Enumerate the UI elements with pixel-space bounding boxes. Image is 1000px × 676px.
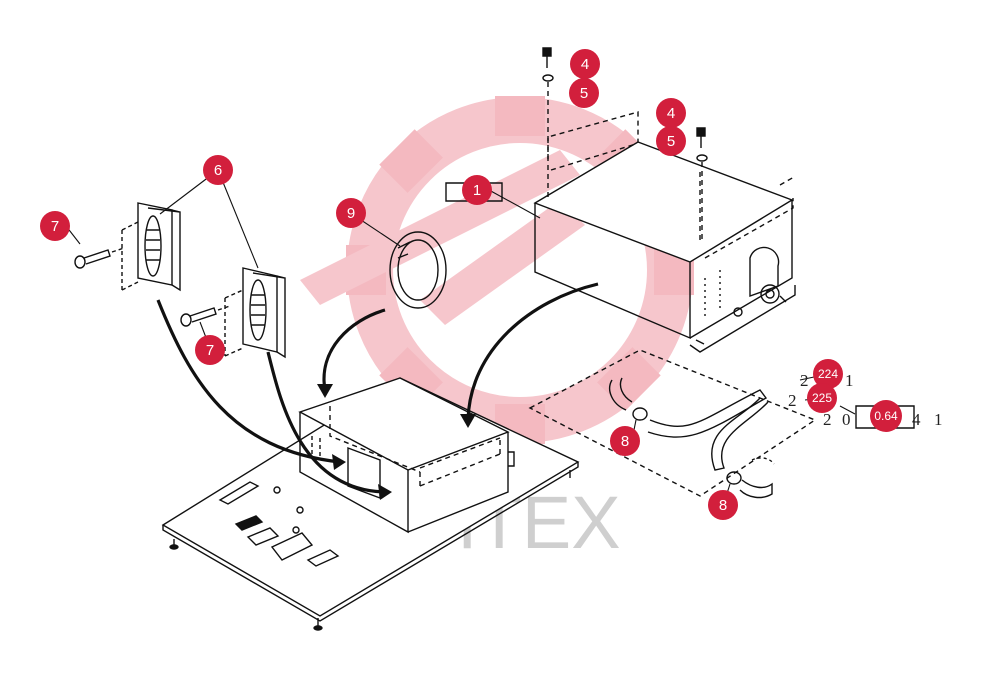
svg-text:6: 6 (214, 162, 222, 179)
svg-text:4: 4 (581, 56, 589, 73)
mounting-enclosure (298, 377, 515, 534)
svg-text:5: 5 (580, 85, 588, 102)
svg-text:7: 7 (51, 218, 59, 235)
callout-1[interactable]: 1 (462, 175, 492, 205)
vent-grille-right (224, 267, 286, 359)
ref-text-2-c: 2 (823, 410, 832, 429)
ref-text-1-b: 1 (934, 410, 943, 429)
svg-text:225: 225 (812, 391, 832, 405)
callout-5-upper[interactable]: 5 (569, 78, 599, 108)
insertion-arrows (156, 282, 599, 494)
callout-9[interactable]: 9 (336, 198, 366, 228)
callout-8-upper[interactable]: 8 (610, 426, 640, 456)
ref-text-0: 0 (842, 410, 851, 429)
bolt-upper-right (696, 127, 708, 242)
callout-7-left[interactable]: 7 (40, 211, 70, 241)
arrow-heads (317, 384, 476, 500)
callout-4-lower[interactable]: 4 (656, 98, 686, 128)
bolt-upper-left (542, 47, 554, 162)
svg-text:224: 224 (818, 367, 838, 381)
screw-right (180, 305, 231, 327)
svg-text:9: 9 (347, 205, 355, 222)
svg-text:4: 4 (667, 105, 675, 122)
svg-text:8: 8 (621, 433, 629, 450)
callout-6[interactable]: 6 (203, 155, 233, 185)
hose-assembly (528, 349, 817, 499)
callout-7-right[interactable]: 7 (195, 335, 225, 365)
hose-clamp-ring (389, 231, 447, 309)
svg-text:1: 1 (473, 182, 481, 199)
heater-unit (533, 111, 796, 353)
svg-text:0.64: 0.64 (874, 409, 898, 423)
ref-text-2-b: 2 (788, 391, 797, 410)
svg-text:5: 5 (667, 133, 675, 150)
vent-grille-left (121, 202, 181, 292)
callout-8-lower[interactable]: 8 (708, 490, 738, 520)
ref-text-4: 4 (912, 410, 921, 429)
ref-text-1-a: 1 (845, 371, 854, 390)
callout-224[interactable]: 224 (813, 359, 843, 389)
screw-left (74, 247, 125, 269)
callout-5-lower[interactable]: 5 (656, 126, 686, 156)
callout-0-64[interactable]: 0.64 (870, 400, 902, 432)
callout-225[interactable]: 225 (807, 383, 837, 413)
svg-text:8: 8 (719, 497, 727, 514)
callout-4-upper[interactable]: 4 (570, 49, 600, 79)
svg-text:7: 7 (206, 342, 214, 359)
ref-text-2-a: 2 (800, 371, 809, 390)
